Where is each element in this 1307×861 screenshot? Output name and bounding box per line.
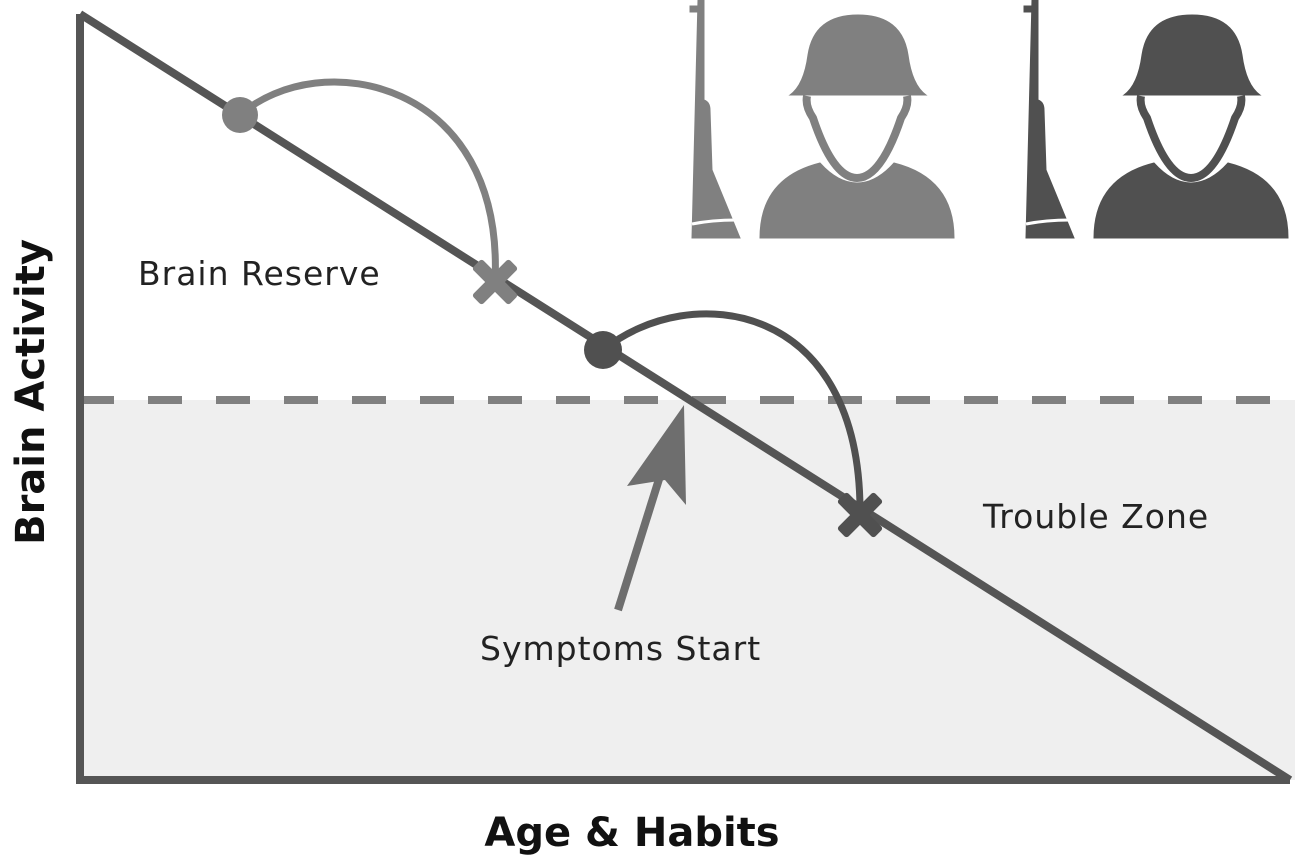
decline-line	[77, 10, 1293, 784]
dark-start-dot	[584, 331, 622, 369]
symptoms-arrow-icon	[614, 405, 686, 612]
y-axis-label: Brain Activity	[8, 239, 54, 545]
dark-reserve-arc	[600, 310, 864, 516]
light-x-marker	[472, 259, 518, 305]
trouble-zone-label: Trouble Zone	[982, 497, 1209, 536]
trouble-zone-area	[80, 400, 1295, 780]
axes	[76, 14, 1290, 784]
soldier-icon-light	[690, 0, 954, 238]
light-start-dot	[222, 97, 258, 133]
symptoms-start-label: Symptoms Start	[480, 629, 761, 668]
x-axis-label: Age & Habits	[484, 810, 779, 856]
dark-x-marker	[837, 492, 883, 538]
soldier-icon-dark	[1024, 0, 1288, 238]
light-reserve-arc	[237, 78, 499, 283]
brain-reserve-label: Brain Reserve	[138, 254, 381, 293]
